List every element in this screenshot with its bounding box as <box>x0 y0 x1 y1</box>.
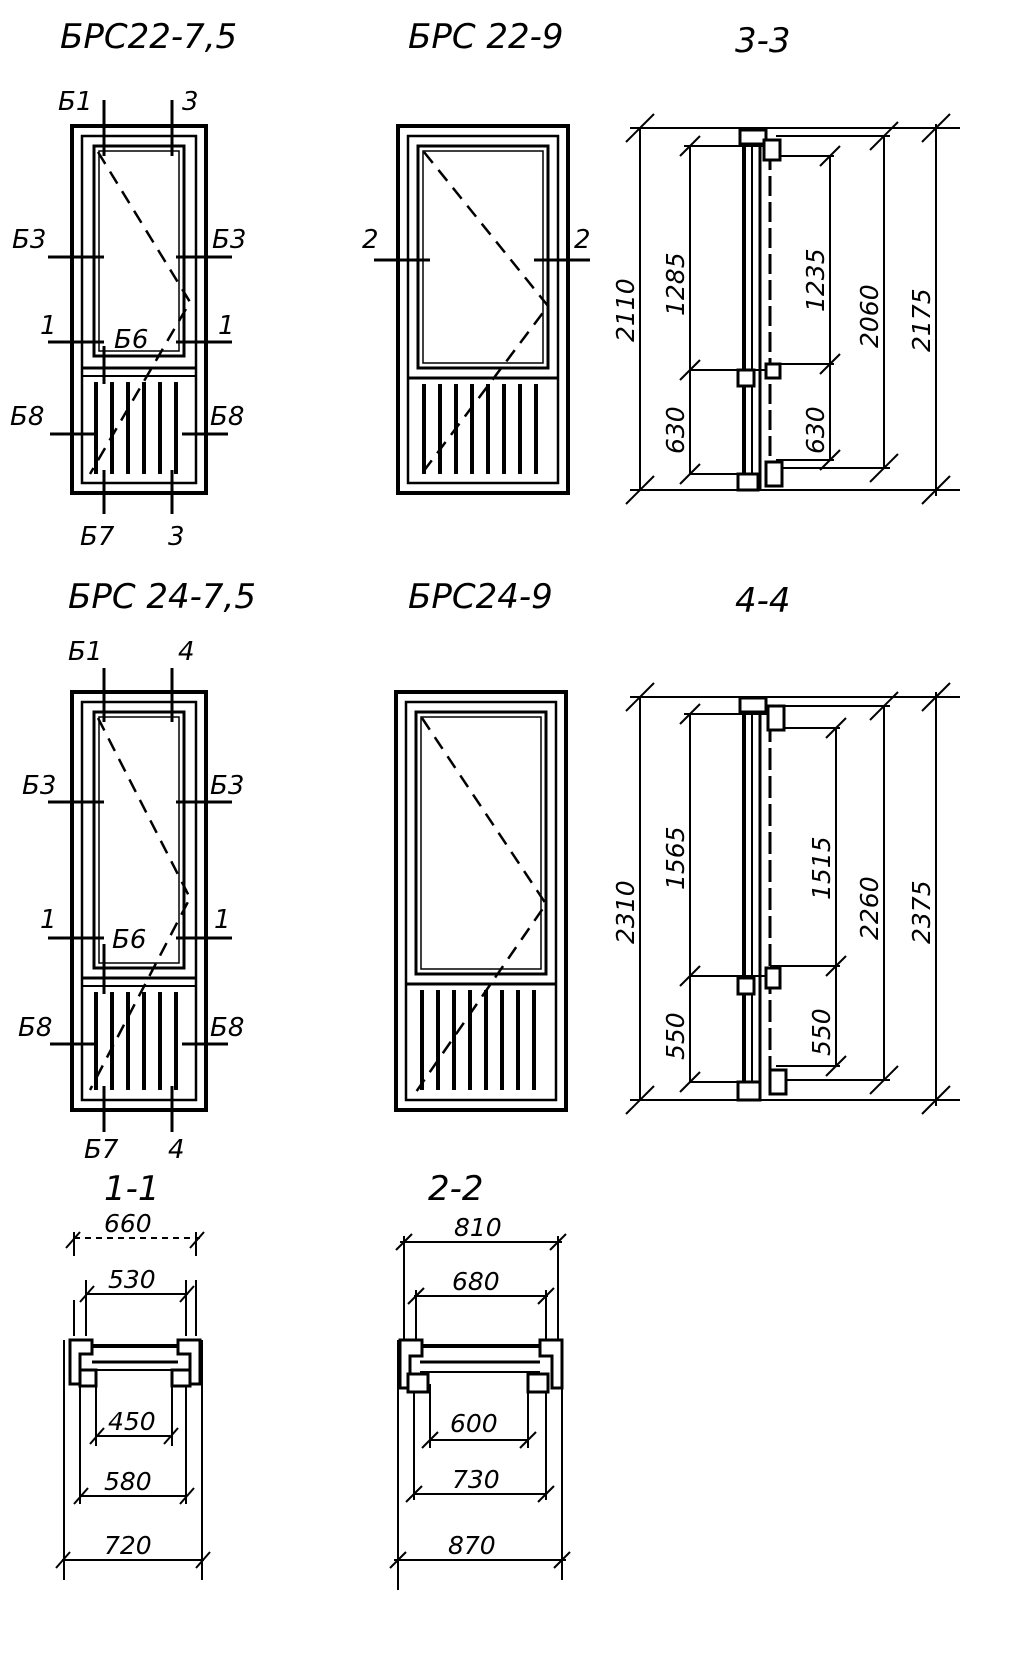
view-title: БРС 22-9 <box>408 17 564 57</box>
dimension-lines <box>625 682 960 1115</box>
door-outer-frame <box>70 690 208 1112</box>
dim-2110: 2110 <box>611 278 640 342</box>
section-marks <box>48 668 232 1132</box>
label-b1: Б1 <box>58 87 92 117</box>
dim-600: 600 <box>450 1409 498 1438</box>
view-title: БРС24-9 <box>408 577 553 617</box>
label-b3-right: Б3 <box>212 225 246 255</box>
dim-1515: 1515 <box>807 836 836 900</box>
label-b8-right: Б8 <box>210 402 244 432</box>
view-title: БРС22-7,5 <box>60 17 237 57</box>
door-brs24-7-5: БРС 24-7,5 Б1 <box>18 577 256 1165</box>
dimension-lines <box>625 113 960 505</box>
label-section-1-right: 1 <box>214 905 231 935</box>
door-outer-frame <box>70 124 208 495</box>
label-b3-left: Б3 <box>12 225 46 255</box>
dim-2310: 2310 <box>611 880 640 944</box>
opening-swing-line <box>419 151 550 477</box>
label-b3-right: Б3 <box>210 771 244 801</box>
label-b3-left: Б3 <box>22 771 56 801</box>
label-section-1-right: 1 <box>218 311 235 341</box>
dim-630-left: 630 <box>661 406 690 454</box>
label-section-1-left: 1 <box>40 311 57 341</box>
door-brs22-7-5: БРС22-7,5 Б1 <box>10 17 246 552</box>
door-profile <box>736 128 784 492</box>
door-brs22-9: БРС 22-9 2 2 <box>362 17 591 495</box>
label-b8-left: Б8 <box>18 1013 52 1043</box>
label-b1: Б1 <box>68 637 102 667</box>
section-3-3: 3-3 <box>611 21 960 505</box>
section-4-4: 4-4 <box>611 581 960 1115</box>
label-section-1-left: 1 <box>40 905 57 935</box>
louver-slats <box>94 382 178 474</box>
dim-2260: 2260 <box>855 876 884 940</box>
dim-720: 720 <box>104 1531 152 1560</box>
glass-panel <box>416 144 550 370</box>
label-section-4-top: 4 <box>178 637 195 667</box>
door-inner-frame <box>80 700 198 1102</box>
dimension-lines <box>55 1231 211 1580</box>
glass-panel <box>92 710 186 970</box>
dim-870: 870 <box>448 1531 496 1560</box>
door-profile <box>736 696 788 1102</box>
glass-panel <box>92 144 186 358</box>
label-b7: Б7 <box>80 522 115 552</box>
dim-810: 810 <box>454 1213 502 1242</box>
dim-2060: 2060 <box>855 284 884 348</box>
door-outer-frame <box>396 124 570 495</box>
louver-slats <box>94 992 178 1090</box>
louver-slats <box>422 384 538 474</box>
dim-660: 660 <box>104 1209 152 1238</box>
dimension-lines <box>389 1233 571 1590</box>
louver-slats <box>420 990 536 1090</box>
glass-panel-inner <box>98 150 180 352</box>
door-brs24-9: БРС24-9 <box>394 577 568 1112</box>
glass-panel-inner <box>422 150 544 364</box>
glass-panel <box>414 710 548 976</box>
opening-swing-line <box>414 717 548 1093</box>
door-outer-frame <box>394 690 568 1112</box>
view-title: 4-4 <box>735 581 791 621</box>
section-1-1: 1-1 <box>55 1169 211 1580</box>
opening-swing-line <box>88 717 192 1091</box>
glass-panel-inner <box>420 716 542 970</box>
dim-580: 580 <box>104 1467 152 1496</box>
glass-panel-inner <box>98 716 180 964</box>
section-2-2: 2-2 <box>389 1169 571 1590</box>
dim-1285: 1285 <box>661 252 690 316</box>
dim-450: 450 <box>108 1407 156 1436</box>
dim-1565: 1565 <box>661 826 690 890</box>
view-title: 3-3 <box>735 21 791 61</box>
dim-1235: 1235 <box>801 248 830 312</box>
door-inner-frame <box>404 700 558 1102</box>
view-title: БРС 24-7,5 <box>68 577 256 617</box>
label-section-2-left: 2 <box>362 225 379 255</box>
opening-swing-line <box>88 151 192 475</box>
label-b8-left: Б8 <box>10 402 44 432</box>
door-inner-frame <box>406 134 560 485</box>
view-title: 2-2 <box>428 1169 484 1209</box>
dim-680: 680 <box>452 1267 500 1296</box>
label-section-4-bottom: 4 <box>168 1135 185 1165</box>
label-b7: Б7 <box>84 1135 119 1165</box>
label-b6: Б6 <box>114 325 148 355</box>
dim-2175: 2175 <box>907 288 936 352</box>
label-b8-right: Б8 <box>210 1013 244 1043</box>
dim-530: 530 <box>108 1265 156 1294</box>
view-title: 1-1 <box>104 1169 160 1209</box>
label-section-2-right: 2 <box>574 225 591 255</box>
label-b6: Б6 <box>112 925 146 955</box>
door-inner-frame <box>80 134 198 485</box>
label-section-3-top: 3 <box>182 87 199 117</box>
dim-2375: 2375 <box>907 880 936 944</box>
dim-550-right: 550 <box>807 1008 836 1056</box>
label-section-3-bottom: 3 <box>168 522 185 552</box>
dim-550-left: 550 <box>661 1012 690 1060</box>
dim-630-right: 630 <box>801 406 830 454</box>
frame-profile <box>398 1338 564 1394</box>
section-marks <box>48 100 232 514</box>
dim-730: 730 <box>452 1465 500 1494</box>
frame-profile <box>68 1338 202 1388</box>
